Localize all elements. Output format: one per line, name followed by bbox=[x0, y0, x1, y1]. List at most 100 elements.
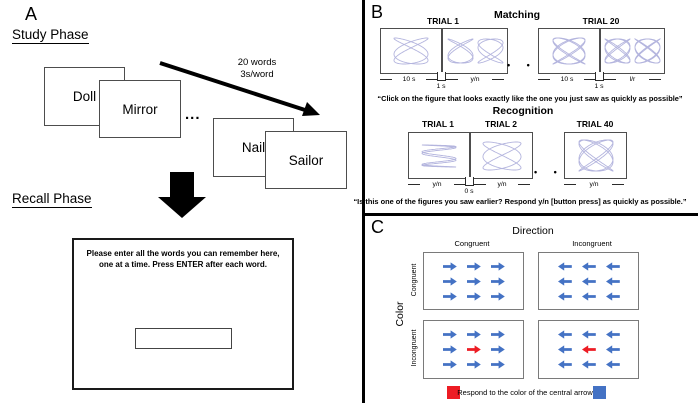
matching-trial1-stimulus-box bbox=[380, 28, 442, 74]
recognition-trial40-timeline: y/n bbox=[562, 180, 626, 188]
matching-trial20-choice-box bbox=[600, 28, 665, 74]
central-arrow-icon bbox=[466, 345, 481, 354]
study-phase-heading: Study Phase bbox=[12, 27, 89, 44]
word-card-sailor: Sailor bbox=[265, 131, 347, 189]
quadrant-color-incongruent-direction-incongruent bbox=[538, 320, 639, 379]
word-card-nail-text: Nail bbox=[241, 140, 266, 155]
recognition-isi-label: 0 s bbox=[464, 188, 474, 195]
recognition-title: Recognition bbox=[492, 105, 554, 117]
response-label: y/n bbox=[497, 180, 507, 188]
isi-notch bbox=[595, 72, 604, 81]
study-pace-line2: 3s/word bbox=[240, 68, 274, 80]
flanker-arrow-icon bbox=[557, 330, 572, 339]
lissajous-figure bbox=[552, 37, 586, 65]
recall-instruction: Please enter all the words you can remem… bbox=[86, 249, 280, 269]
matching-trial20-label: TRIAL 20 bbox=[582, 16, 620, 26]
panel-b-label: B bbox=[371, 2, 384, 22]
recall-phase-heading: Recall Phase bbox=[12, 191, 92, 208]
study-sequence-arrow-icon bbox=[159, 61, 320, 116]
timeline-dash bbox=[453, 183, 466, 185]
quadrant-color-congruent-direction-incongruent bbox=[538, 252, 639, 310]
flanker-arrow-icon bbox=[442, 345, 457, 354]
panel-b: B Matching TRIAL 1 TRIAL 20 • • • 10 s y… bbox=[353, 0, 700, 213]
flanker-arrow-icon bbox=[442, 360, 457, 369]
recognition-trial2-timeline: y/n bbox=[472, 180, 532, 188]
isi-notch bbox=[437, 72, 446, 81]
flanker-arrow-icon bbox=[557, 360, 572, 369]
flanker-arrow-icon bbox=[605, 276, 620, 286]
lissajous-figure bbox=[604, 38, 631, 64]
panel-c: C Direction Congruent Incongruent Color … bbox=[365, 216, 700, 403]
legend-text: Respond to the color of the central arro… bbox=[457, 388, 593, 397]
isi-notch bbox=[465, 177, 474, 186]
timeline-dash bbox=[408, 183, 420, 185]
panel-a-label: A bbox=[25, 4, 38, 24]
recognition-trial40-box bbox=[564, 132, 627, 179]
flanker-arrow-icon bbox=[581, 330, 596, 339]
central-arrow-icon bbox=[466, 276, 481, 286]
ellipsis: ... bbox=[185, 106, 201, 123]
timeline-dash bbox=[446, 78, 458, 80]
response-label: l/r bbox=[629, 75, 636, 83]
color-axis-title: Color bbox=[394, 301, 406, 327]
matching-trial20-stim-timeline: 10 s bbox=[536, 75, 598, 83]
recall-text-input bbox=[135, 328, 232, 349]
flanker-arrow-icon bbox=[442, 291, 457, 301]
flanker-arrow-icon bbox=[581, 360, 596, 369]
matching-trial1-choice-box bbox=[442, 28, 508, 74]
flanker-arrow-icon bbox=[442, 276, 457, 286]
recall-screen: Please enter all the words you can remem… bbox=[72, 238, 294, 390]
flanker-arrow-icon bbox=[581, 261, 596, 271]
matching-trial1-label: TRIAL 1 bbox=[427, 16, 459, 26]
response-label: y/n bbox=[432, 180, 442, 188]
lissajous-figure bbox=[421, 144, 457, 167]
flanker-arrow-icon bbox=[557, 291, 572, 301]
timeline-dash bbox=[583, 78, 596, 80]
lissajous-figure bbox=[446, 38, 474, 64]
flanker-arrow-icon bbox=[490, 261, 505, 271]
red-legend-swatch bbox=[447, 386, 460, 399]
down-block-arrow-icon bbox=[158, 172, 206, 218]
recognition-trial2-label: TRIAL 2 bbox=[485, 119, 517, 129]
word-card-doll-text: Doll bbox=[72, 89, 97, 104]
matching-trial1-isi-label: 1 s bbox=[436, 83, 446, 90]
timeline-dash bbox=[425, 78, 438, 80]
flanker-arrow-icon bbox=[490, 291, 505, 301]
flanker-arrow-icon bbox=[490, 345, 505, 354]
flanker-arrow-icon bbox=[557, 261, 572, 271]
flanker-arrow-icon bbox=[605, 360, 620, 369]
flanker-arrow-icon bbox=[557, 276, 572, 286]
recognition-trial1-timeline: y/n bbox=[406, 180, 468, 188]
flanker-arrow-icon bbox=[557, 345, 572, 354]
matching-ellipsis-dots: • • • bbox=[507, 60, 557, 70]
word-card-mirror: Mirror bbox=[99, 80, 181, 138]
lissajous-figure bbox=[634, 38, 661, 64]
lissajous-figure bbox=[477, 38, 503, 64]
matching-trial1-stim-timeline: 10 s bbox=[378, 75, 440, 83]
timeline-dash bbox=[517, 183, 530, 185]
flanker-arrow-icon bbox=[466, 261, 481, 271]
flanker-arrow-icon bbox=[605, 345, 620, 354]
matching-trial20-response-timeline: l/r bbox=[602, 75, 663, 83]
timeline-dash bbox=[604, 78, 616, 80]
vertical-divider bbox=[362, 0, 365, 403]
quadrant-color-incongruent-direction-congruent bbox=[423, 320, 524, 379]
color-congruent-label: Congruent bbox=[411, 263, 418, 297]
timeline-dash bbox=[474, 183, 486, 185]
stimulus-duration-label: 10 s bbox=[560, 75, 574, 83]
central-arrow-icon bbox=[581, 276, 596, 286]
direction-incongruent-label: Incongruent bbox=[572, 239, 612, 248]
matching-trial1-response-timeline: y/n bbox=[444, 75, 506, 83]
timeline-dash bbox=[564, 183, 576, 185]
timeline-dash bbox=[380, 78, 392, 80]
flanker-arrow-icon bbox=[490, 330, 505, 339]
panel-c-label: C bbox=[371, 217, 384, 237]
quadrant-color-congruent-direction-congruent bbox=[423, 252, 524, 310]
flanker-arrow-icon bbox=[466, 291, 481, 301]
flanker-arrow-icon bbox=[466, 330, 481, 339]
response-label: y/n bbox=[589, 180, 599, 188]
recognition-trial2-box bbox=[470, 132, 533, 179]
matching-title: Matching bbox=[493, 9, 541, 21]
flanker-arrow-icon bbox=[466, 360, 481, 369]
